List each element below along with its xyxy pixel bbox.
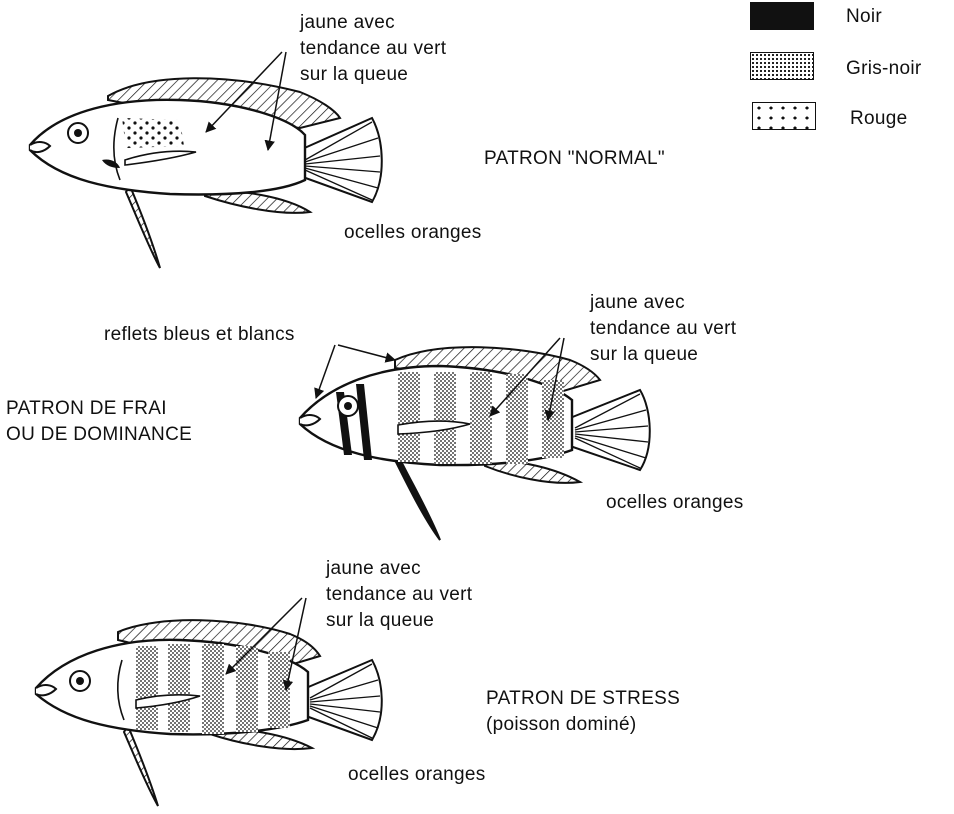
pattern-title-spawning: PATRON DE FRAI OU DE DOMINANCE <box>6 396 192 448</box>
legend-swatch-dense-dots <box>750 52 814 80</box>
annotation-stress: jaune avec tendance au vert sur la queue <box>326 556 472 634</box>
title-line-2: (poisson dominé) <box>486 712 680 738</box>
tail-fin <box>306 660 382 740</box>
pattern-title-normal: PATRON "NORMAL" <box>484 146 665 171</box>
annotation-line-1: jaune avec <box>326 556 472 582</box>
ocelli-label-normal: ocelles oranges <box>344 220 482 245</box>
pelvic-fin <box>395 455 440 540</box>
legend-label-sparse-dots: Rouge <box>850 106 908 131</box>
annotation-line-2: tendance au vert <box>590 316 736 342</box>
annotation-line-2: tendance au vert <box>326 582 472 608</box>
ocelli-label-spawning: ocelles oranges <box>606 490 744 515</box>
pattern-title-stress: PATRON DE STRESS (poisson dominé) <box>486 686 680 738</box>
title-line-1: PATRON DE FRAI <box>6 396 192 422</box>
legend-label-dense-dots: Gris-noir <box>846 56 922 81</box>
legend-label-black: Noir <box>846 4 882 29</box>
annotation-line-2: tendance au vert <box>300 36 446 62</box>
tail-fin <box>570 390 650 470</box>
ocelli-label-stress: ocelles oranges <box>348 762 486 787</box>
annotation-normal: jaune avec tendance au vert sur la queue <box>300 10 446 88</box>
body <box>30 100 305 195</box>
pelvic-fin <box>124 726 158 806</box>
legend-swatch-black <box>750 2 814 30</box>
annotation-spawning: jaune avec tendance au vert sur la queue <box>590 290 736 368</box>
annotation-line-3: sur la queue <box>590 342 736 368</box>
fish-spawning <box>300 338 650 540</box>
title-line-1: PATRON DE STRESS <box>486 686 680 712</box>
annotation-line-3: sur la queue <box>326 608 472 634</box>
annotation-line-1: jaune avec <box>590 290 736 316</box>
title-line-2: OU DE DOMINANCE <box>6 422 192 448</box>
reflections-label: reflets bleus et blancs <box>104 322 295 347</box>
annotation-line-3: sur la queue <box>300 62 446 88</box>
legend-swatch-sparse-dots <box>752 102 816 130</box>
annotation-line-1: jaune avec <box>300 10 446 36</box>
pelvic-fin <box>126 186 160 268</box>
